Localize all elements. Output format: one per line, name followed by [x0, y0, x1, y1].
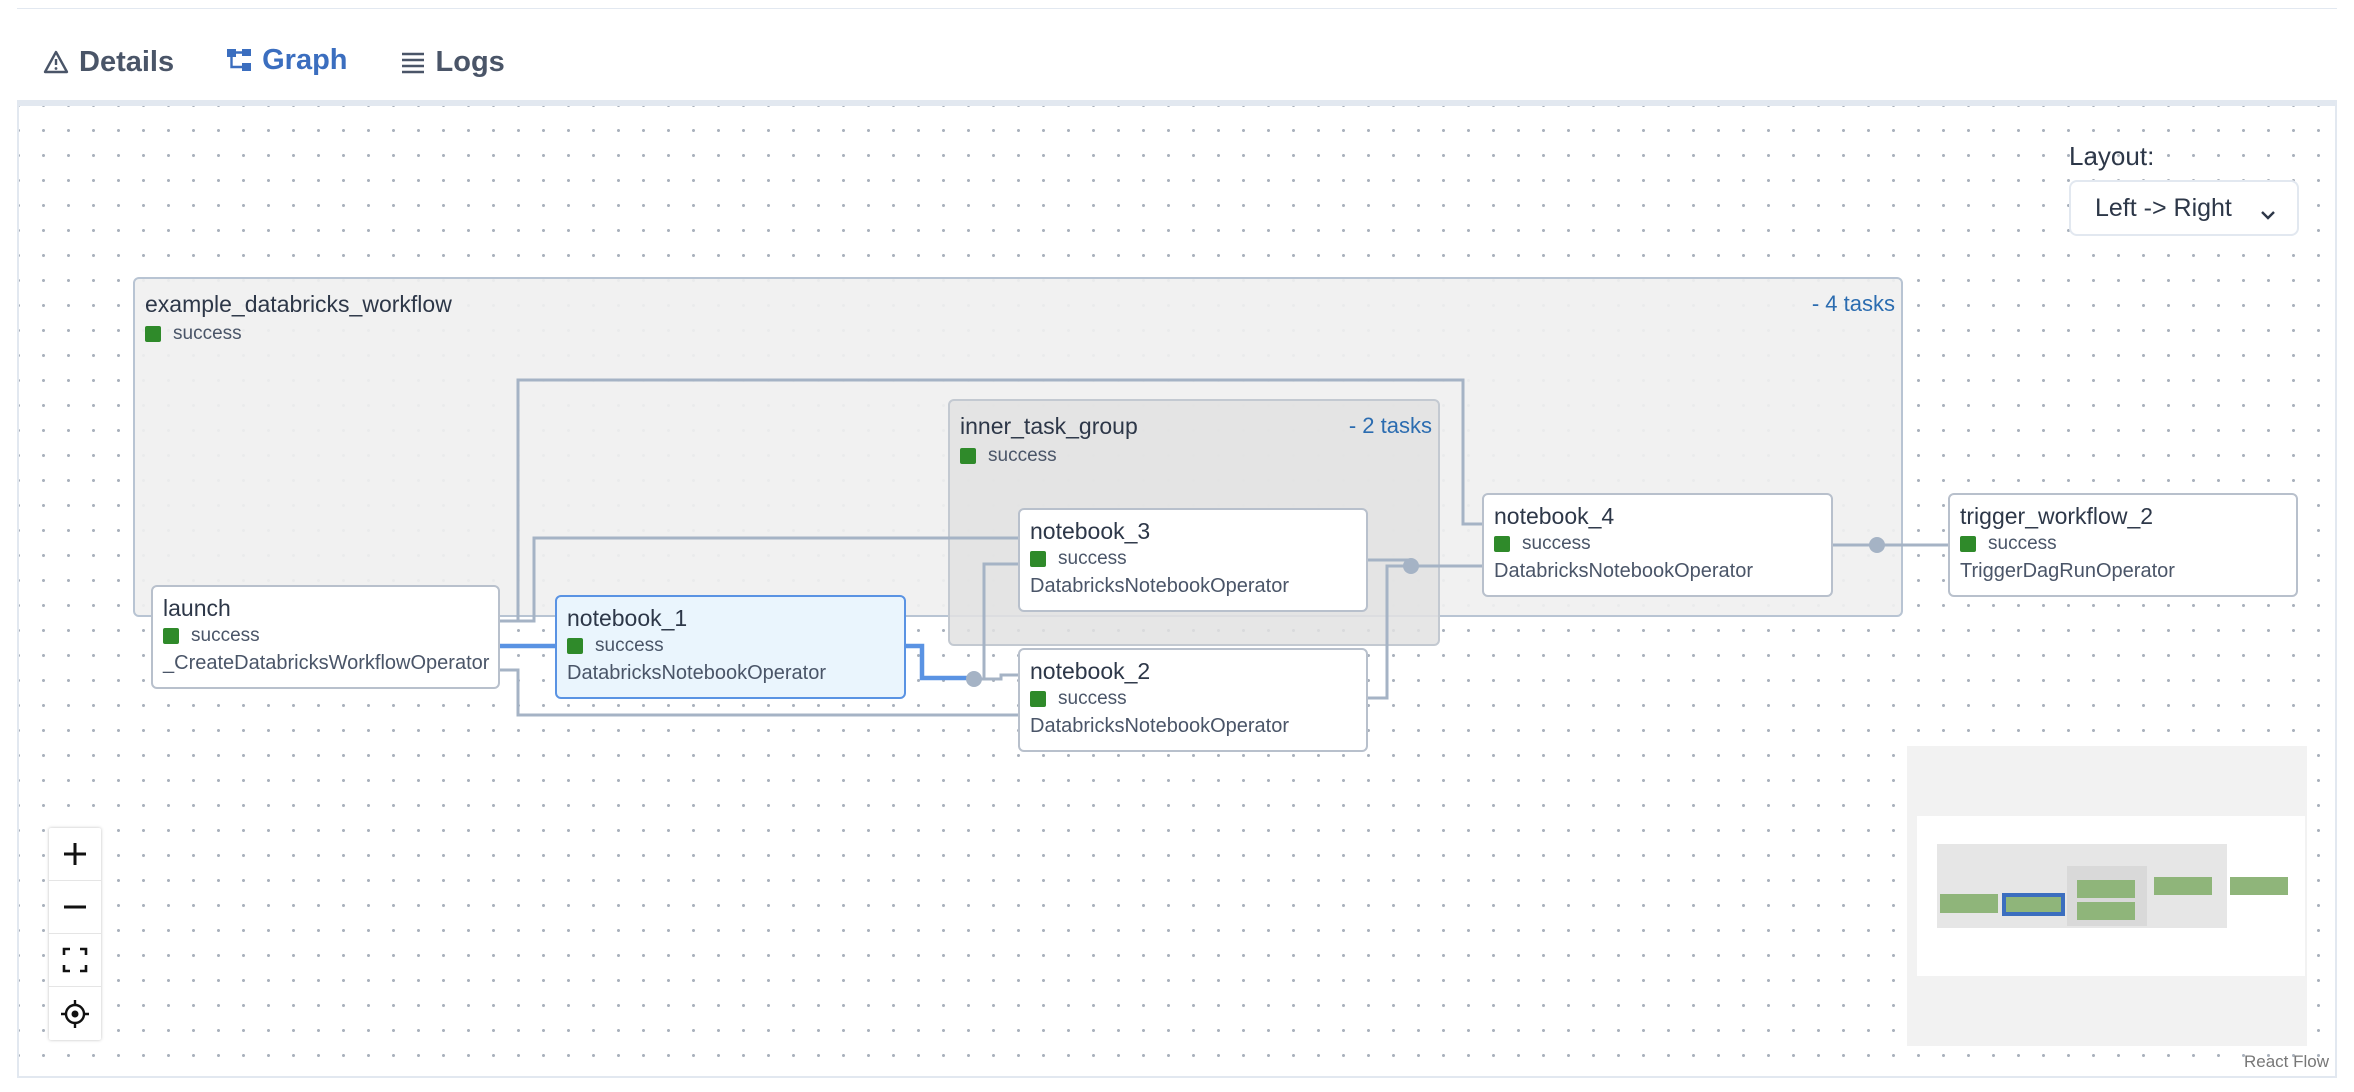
react-flow-attribution[interactable]: React Flow	[2243, 1052, 2329, 1071]
task-group-expand-toggle[interactable]: - 2 tasks	[1348, 413, 1432, 438]
task-node-trigger-workflow-2[interactable]: trigger_workflow_2 success TriggerDagRun…	[1948, 493, 2298, 597]
task-group-expand-toggle[interactable]: - 4 tasks	[1811, 291, 1895, 316]
success-status-icon	[145, 326, 161, 342]
status-badge: success	[567, 634, 894, 658]
task-name: launch	[163, 595, 231, 621]
warning-icon	[43, 50, 69, 74]
tab-graph[interactable]: Graph	[200, 20, 374, 104]
task-name: notebook_2	[1030, 658, 1151, 684]
fit-view-button[interactable]	[49, 934, 101, 987]
task-node-notebook-3[interactable]: notebook_3 success DatabricksNotebookOpe…	[1018, 508, 1368, 612]
operator-name: DatabricksNotebookOperator	[1030, 715, 1290, 737]
layout-select[interactable]: Left -> Right	[2069, 180, 2299, 236]
tab-bar: Details Graph Logs	[17, 20, 531, 104]
status-badge: success	[1494, 532, 1821, 556]
success-status-icon	[567, 638, 583, 654]
graph-icon	[226, 47, 252, 73]
operator-name: DatabricksNotebookOperator	[567, 662, 827, 684]
success-status-icon	[1960, 536, 1976, 552]
task-node-notebook-2[interactable]: notebook_2 success DatabricksNotebookOpe…	[1018, 648, 1368, 752]
graph-edges	[500, 378, 1949, 717]
edge-join-notebook-2	[974, 673, 1018, 681]
operator-name: TriggerDagRunOperator	[1960, 560, 2175, 582]
plus-icon	[64, 843, 86, 865]
success-status-icon	[163, 628, 179, 644]
success-status-icon	[1030, 691, 1046, 707]
edge-notebook-2-out	[1364, 564, 1411, 700]
task-group-title: inner_task_group	[960, 413, 1138, 439]
edge-join-point	[1869, 537, 1885, 553]
minimap[interactable]	[1907, 746, 2307, 1046]
tab-details[interactable]: Details	[17, 20, 200, 104]
edge-join-point	[966, 671, 982, 687]
operator-name: DatabricksNotebookOperator	[1030, 575, 1290, 597]
task-group-title: example_databricks_workflow	[145, 291, 452, 317]
status-badge: success	[1030, 687, 1356, 711]
status-badge: success	[1960, 532, 2286, 556]
status-badge: success	[960, 445, 1057, 467]
target-icon	[61, 999, 89, 1028]
tab-details-label: Details	[79, 45, 175, 78]
success-status-icon	[1030, 551, 1046, 567]
task-name: trigger_workflow_2	[1960, 503, 2154, 529]
operator-name: _CreateDatabricksWorkflowOperator	[163, 652, 490, 674]
task-name: notebook_3	[1030, 518, 1151, 544]
status-badge: success	[1030, 547, 1356, 571]
success-status-icon	[960, 448, 976, 464]
task-node-notebook-4[interactable]: notebook_4 success DatabricksNotebookOpe…	[1482, 493, 1833, 597]
task-name: notebook_4	[1494, 503, 1615, 529]
zoom-out-button[interactable]	[49, 881, 101, 934]
edge-launch-notebook-3	[500, 536, 1018, 623]
tab-logs-label: Logs	[435, 45, 505, 78]
tab-graph-label: Graph	[262, 43, 348, 76]
status-badge: success	[145, 323, 242, 345]
minus-icon	[64, 905, 86, 909]
graph-controls	[49, 828, 101, 1040]
chevron-down-icon	[2259, 200, 2277, 229]
success-status-icon	[1494, 536, 1510, 552]
task-node-launch[interactable]: launch success _CreateDatabricksWorkflow…	[151, 585, 500, 689]
layout-label: Layout:	[2069, 141, 2155, 171]
tab-logs[interactable]: Logs	[374, 20, 531, 104]
top-divider	[17, 8, 2337, 9]
tab-underline-rule	[17, 100, 2337, 104]
edge-join-notebook-3	[974, 562, 1018, 681]
status-badge: success	[163, 624, 488, 648]
center-view-button[interactable]	[49, 987, 101, 1040]
edge-notebook-1-join	[906, 643, 974, 681]
fit-view-icon	[62, 947, 88, 973]
graph-canvas[interactable]: Layout: Left -> Right example_databricks…	[17, 104, 2337, 1078]
minimap-view	[1917, 816, 2305, 976]
edge-join-point	[1403, 558, 1419, 574]
task-node-notebook-1[interactable]: notebook_1 success DatabricksNotebookOpe…	[555, 595, 906, 699]
edge-launch-notebook-2	[500, 668, 1018, 717]
zoom-in-button[interactable]	[49, 828, 101, 881]
layout-select-value: Left -> Right	[2095, 193, 2232, 222]
task-name: notebook_1	[567, 605, 688, 631]
list-icon	[400, 50, 426, 74]
operator-name: DatabricksNotebookOperator	[1494, 560, 1754, 582]
